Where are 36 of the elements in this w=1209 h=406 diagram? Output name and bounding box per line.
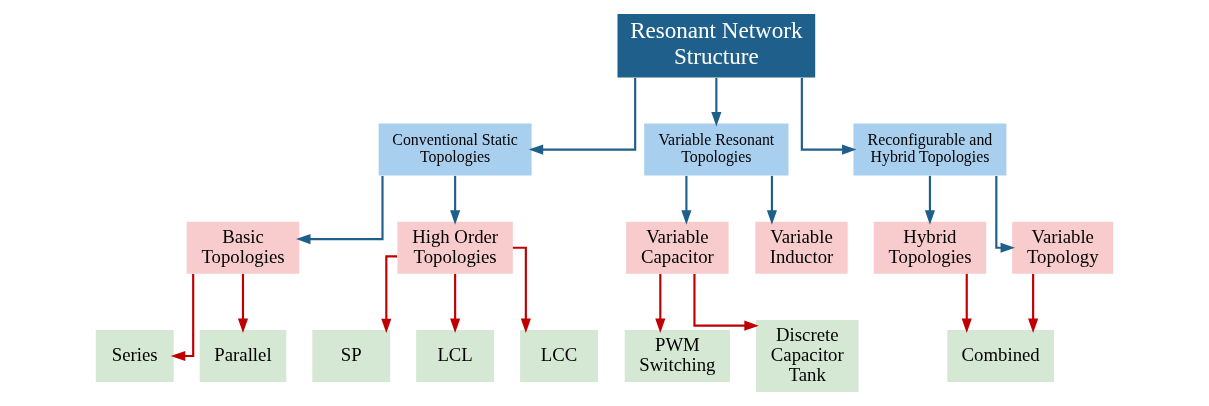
node-box: Basic Topologies bbox=[186, 221, 300, 274]
arrow bbox=[995, 175, 1015, 253]
node-box: Combined bbox=[947, 330, 1055, 382]
arrow bbox=[296, 175, 384, 245]
node-box: Variable Capacitor bbox=[626, 221, 729, 274]
node-box: Variable Resonant Topologies bbox=[644, 123, 789, 176]
node-box: Discrete Capacitor Tank bbox=[756, 319, 859, 393]
arrow bbox=[512, 246, 531, 334]
node-box: LCC bbox=[520, 330, 598, 382]
node-box: Variable Inductor bbox=[755, 221, 848, 274]
arrow bbox=[1028, 273, 1039, 333]
arrow bbox=[961, 273, 972, 333]
node-box: Conventional Static Topologies bbox=[378, 123, 532, 176]
arrow bbox=[450, 273, 461, 333]
arrow bbox=[693, 274, 759, 331]
arrow bbox=[450, 175, 461, 225]
node-box: Resonant Network Structure bbox=[617, 13, 816, 78]
arrow bbox=[711, 78, 722, 127]
arrow bbox=[681, 175, 692, 225]
node-box: Parallel bbox=[199, 330, 287, 382]
node-box: High Order Topologies bbox=[397, 221, 513, 274]
arrow bbox=[528, 78, 637, 155]
node-box: PWM Switching bbox=[624, 330, 731, 382]
arrow bbox=[924, 175, 935, 225]
node-box: Hybrid Topologies bbox=[873, 221, 987, 274]
node-box: Reconfigurable and Hybrid Topologies bbox=[853, 123, 1007, 176]
arrow bbox=[766, 175, 777, 225]
arrow bbox=[381, 255, 398, 334]
arrow bbox=[655, 273, 666, 333]
node-box: SP bbox=[312, 330, 391, 382]
node-box: LCL bbox=[416, 330, 495, 382]
arrow bbox=[170, 273, 195, 362]
node-box: Series bbox=[95, 330, 174, 382]
node-box: Variable Topology bbox=[1012, 221, 1114, 274]
arrow bbox=[800, 78, 857, 155]
arrow bbox=[237, 273, 249, 333]
